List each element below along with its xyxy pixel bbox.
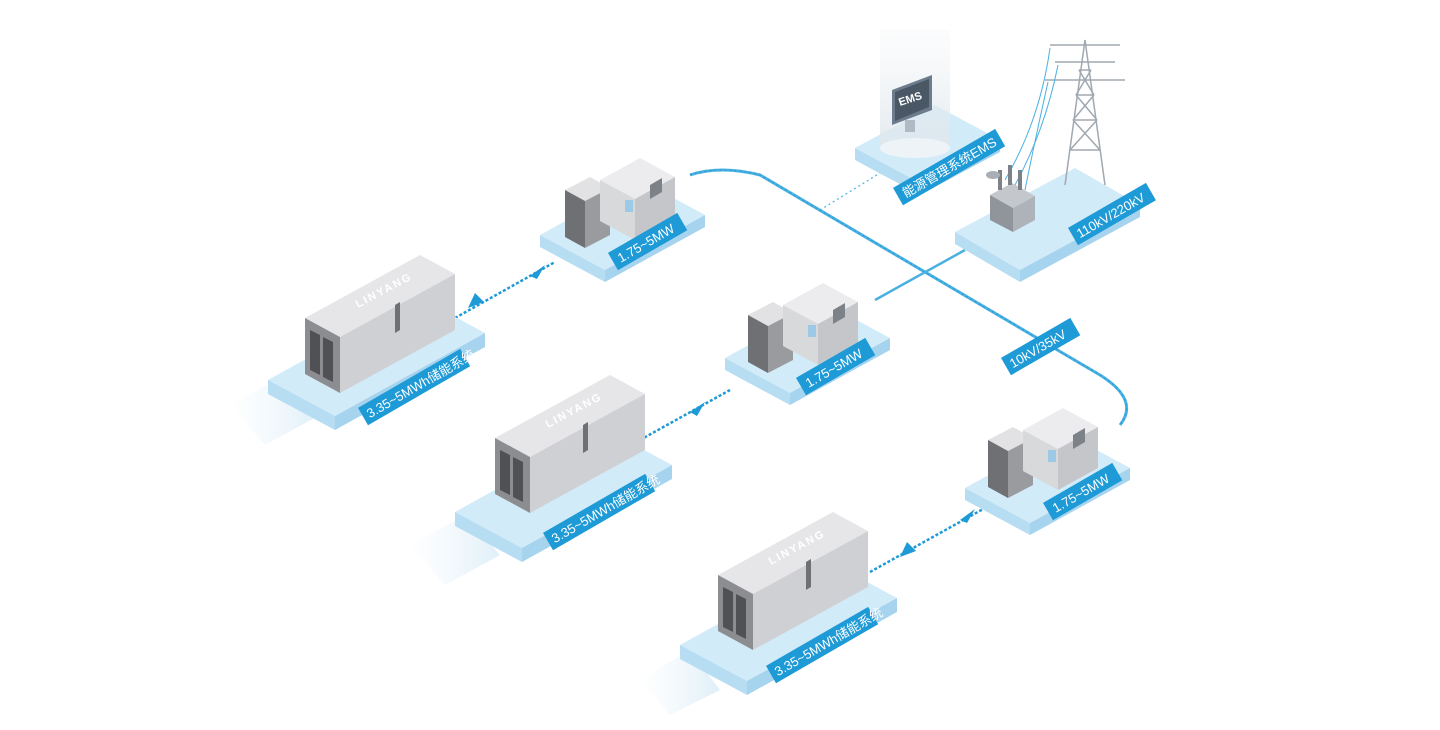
ems-node: EMS 能源管理系统EMS	[855, 30, 1006, 206]
pcs-cabinet-icon	[988, 408, 1098, 498]
line-storage3-pcs3	[869, 506, 986, 574]
transformer-icon	[986, 165, 1035, 232]
storage-container-icon: LINYANG	[495, 375, 645, 513]
ems-monitor-icon: EMS	[892, 75, 932, 132]
storage-container-icon: LINYANG	[305, 255, 455, 393]
grid-node: 110kV/220kV	[955, 39, 1156, 282]
arrow-to-storage3	[900, 542, 916, 557]
arrow-to-pcs3	[960, 509, 975, 523]
arrow-to-storage1	[468, 293, 484, 308]
power-lines	[1004, 47, 1059, 191]
bus-node: 10kV/35kV	[1000, 317, 1081, 376]
line-pcs2-to-grid	[874, 248, 966, 302]
flow-arrows	[468, 265, 975, 557]
pcs-cabinet-icon	[565, 158, 675, 248]
storage-node-2: LINYANG 3.35~5MWh储能系统	[455, 375, 672, 562]
storage-node-3: LINYANG 3.35~5MWh储能系统	[680, 512, 897, 695]
pcs-node-3: 1.75~5MW	[965, 408, 1130, 535]
arrow-to-pcs1	[530, 265, 545, 279]
storage-container-icon: LINYANG	[718, 512, 868, 650]
line-ems-dotted	[819, 169, 886, 211]
storage-node-1: LINYANG 3.35~5MWh储能系统	[268, 255, 485, 430]
pcs-node-1: 1.75~5MW	[540, 158, 705, 282]
pcs-cabinet-icon	[748, 283, 858, 373]
ground-shadows	[230, 375, 720, 715]
bus-label: 10kV/35kV	[1007, 326, 1069, 371]
line-storage2-pcs2	[639, 388, 731, 442]
arrow-to-pcs2	[690, 402, 705, 416]
transmission-tower-icon	[1045, 39, 1125, 186]
pcs-node-2: 1.75~5MW	[725, 283, 890, 405]
